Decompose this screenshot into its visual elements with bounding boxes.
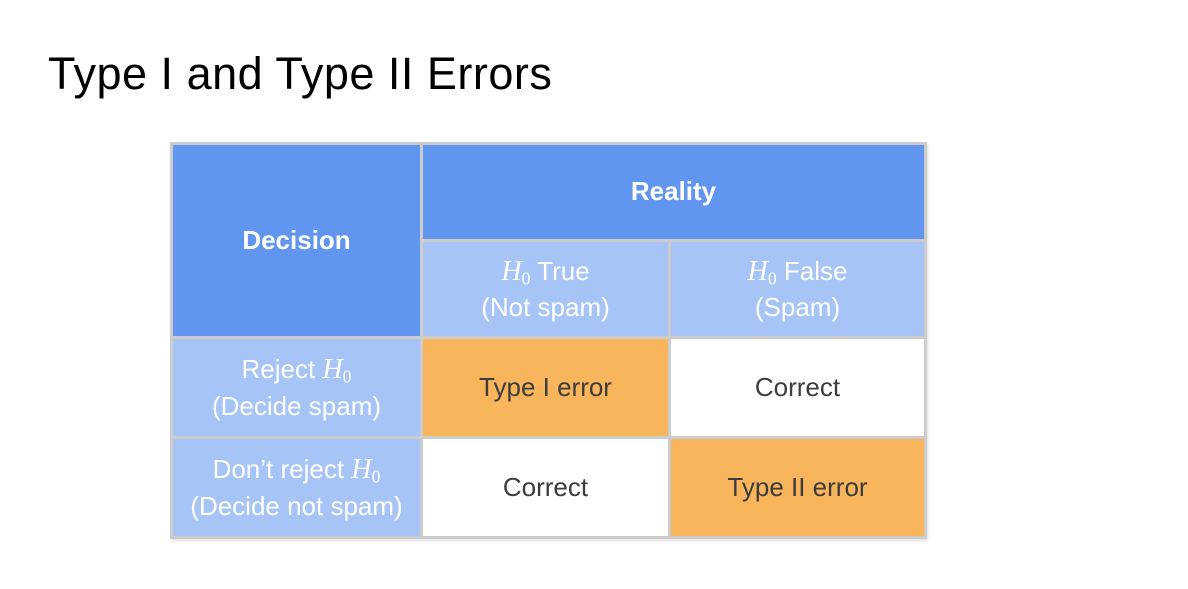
column-header-state: False	[776, 255, 848, 286]
reality-header-label: Reality	[630, 176, 717, 207]
page-title: Type I and Type II Errors	[48, 48, 553, 99]
cell-text: Type I error	[479, 371, 612, 402]
row-label-note: (Decide spam)	[211, 390, 382, 421]
reality-header-cell: Reality	[419, 142, 928, 242]
cell-type-1-error: Type I error	[420, 336, 671, 439]
row-label-dont-reject-h0: Don’t reject H0 (Decide not spam)	[170, 436, 423, 539]
h0-subscript: 0	[767, 267, 777, 288]
h0-subscript: 0	[521, 267, 531, 288]
table-row: Reject H0 (Decide spam) Type I error Cor…	[170, 336, 928, 439]
row-label-note: (Decide not spam)	[190, 490, 403, 521]
row-label-text: Don’t reject	[212, 454, 352, 484]
column-header-state: True	[530, 255, 590, 286]
cell-type-2-error: Type II error	[667, 436, 928, 539]
h0-subscript: 0	[371, 466, 381, 487]
column-header-note: (Spam)	[754, 292, 841, 323]
h0-symbol: H	[351, 454, 372, 485]
decision-header-cell: Decision	[170, 142, 423, 339]
row-label-text: Reject	[241, 354, 323, 384]
cell-text: Correct	[754, 371, 841, 402]
table-row: Don’t reject H0 (Decide not spam) Correc…	[170, 436, 928, 539]
h0-symbol: H	[747, 255, 768, 287]
cell-text: Type II error	[727, 471, 868, 502]
cell-correct: Correct	[667, 336, 928, 439]
h0-symbol: H	[501, 255, 522, 287]
cell-correct: Correct	[420, 436, 671, 539]
h0-subscript: 0	[342, 366, 352, 387]
row-label-reject-h0: Reject H0 (Decide spam)	[170, 336, 423, 439]
h0-symbol: H	[322, 354, 343, 385]
decision-header-label: Decision	[242, 224, 351, 255]
column-header-h0-false: H0 False (Spam)	[667, 239, 928, 339]
error-matrix-table: Decision Reality H0 True (Not spam) H0 F…	[170, 142, 928, 539]
column-header-note: (Not spam)	[481, 292, 610, 323]
column-header-h0-true: H0 True (Not spam)	[420, 239, 671, 339]
cell-text: Correct	[502, 471, 589, 502]
